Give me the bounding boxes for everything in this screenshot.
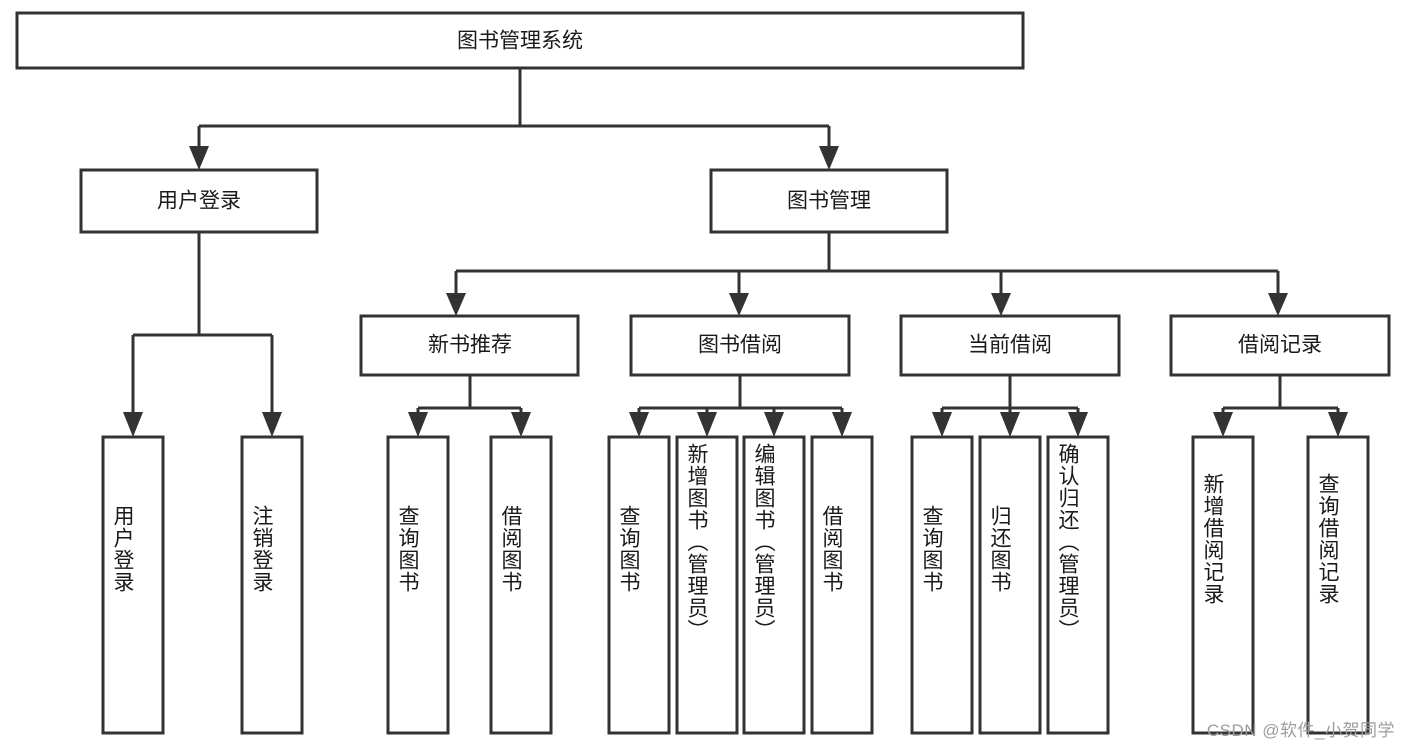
node-box-leaf-new-book-0[interactable]	[386, 435, 450, 735]
arrow-head-leaf-book-borrow-0	[629, 412, 649, 437]
node-box-book-manage[interactable]	[709, 168, 949, 234]
arrow-head-leaf-user-login-0	[123, 412, 143, 437]
node-label-new-book-recommend: 新书推荐	[428, 334, 512, 357]
node-box-borrow-record[interactable]	[1169, 314, 1391, 377]
connector-group-new-book	[408, 375, 531, 437]
connector-group-borrow-record	[1213, 375, 1348, 437]
node-box-book-borrow[interactable]	[629, 314, 851, 377]
arrow-head-leaf-current-borrow-2	[1068, 412, 1088, 437]
node-box-leaf-borrow-record-1[interactable]	[1306, 435, 1370, 735]
node-label-current-borrow: 当前借阅	[968, 334, 1052, 357]
node-label-book-manage: 图书管理	[787, 190, 871, 213]
node-box-leaf-current-borrow-2[interactable]	[1046, 435, 1110, 735]
arrow-head-book-borrow	[729, 293, 749, 316]
arrow-head-leaf-new-book-1	[511, 412, 531, 437]
node-box-current-borrow[interactable]	[899, 314, 1121, 377]
arrow-head-leaf-borrow-record-0	[1213, 412, 1233, 437]
node-box-leaf-book-borrow-1[interactable]	[675, 435, 739, 735]
node-label-book-borrow: 图书借阅	[698, 334, 782, 357]
arrow-head-leaf-book-borrow-3	[832, 412, 852, 437]
node-box-leaf-new-book-1[interactable]	[489, 435, 553, 735]
connector-group-root	[189, 68, 839, 170]
connector-group-user-login	[123, 232, 282, 437]
arrow-head-leaf-current-borrow-1	[1000, 412, 1020, 437]
arrow-head-book-manage	[819, 146, 839, 170]
arrow-head-leaf-current-borrow-0	[932, 412, 952, 437]
arrow-head-leaf-new-book-0	[408, 412, 428, 437]
arrow-head-leaf-book-borrow-2	[764, 412, 784, 437]
connector-group-book-borrow	[629, 375, 852, 437]
node-box-leaf-user-login-0[interactable]	[101, 435, 165, 735]
node-box-leaf-borrow-record-0[interactable]	[1191, 435, 1255, 735]
node-box-leaf-book-borrow-0[interactable]	[607, 435, 671, 735]
arrow-head-leaf-user-login-1	[262, 412, 282, 437]
arrow-head-user-login	[189, 146, 209, 170]
node-box-leaf-book-borrow-2[interactable]	[742, 435, 806, 735]
arrow-head-leaf-book-borrow-1	[697, 412, 717, 437]
node-box-root[interactable]	[15, 11, 1025, 70]
arrow-head-leaf-borrow-record-1	[1328, 412, 1348, 437]
watermark-text: CSDN @软件_小贺同学	[1206, 721, 1395, 740]
arrow-head-borrow-record	[1268, 293, 1288, 316]
node-label-root: 图书管理系统	[457, 30, 583, 53]
arrow-head-current-borrow	[991, 293, 1011, 316]
node-box-leaf-user-login-1[interactable]	[240, 435, 304, 735]
node-label-user-login: 用户登录	[157, 190, 241, 213]
node-box-user-login[interactable]	[79, 168, 319, 234]
node-box-leaf-book-borrow-3[interactable]	[810, 435, 874, 735]
arrow-head-new-book	[446, 293, 466, 316]
node-box-new-book-recommend[interactable]	[359, 314, 580, 377]
node-box-leaf-current-borrow-1[interactable]	[978, 435, 1042, 735]
node-box-leaf-current-borrow-0[interactable]	[910, 435, 974, 735]
connector-group-book-manage	[446, 232, 1288, 316]
connector-group-current-borrow	[932, 375, 1088, 437]
node-label-borrow-record: 借阅记录	[1238, 334, 1322, 357]
